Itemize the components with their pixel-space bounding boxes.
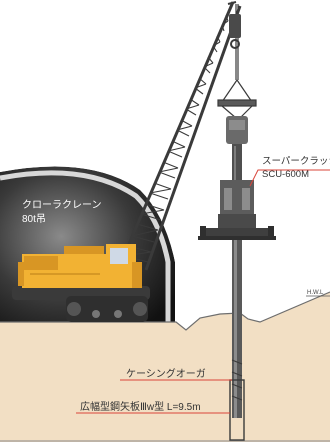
hook-block: [229, 14, 241, 49]
sheet-pile-label: 広幅型鋼矢板Ⅲw型 L=9.5m: [80, 400, 201, 413]
auger-label: ケーシングオーガ: [126, 367, 206, 380]
crawler-crane: [12, 244, 150, 322]
super-crush-machine: [198, 180, 276, 240]
crane-title-label: クローラクレーン: [22, 199, 102, 211]
machine-model-label: SCU-600M: [262, 169, 309, 180]
ground-line: [0, 291, 330, 331]
sling: [217, 79, 257, 119]
casing-auger: [231, 240, 243, 418]
hammer-head: [226, 116, 248, 144]
water-level-label: H.W.L: [307, 290, 324, 296]
crane-capacity-label: 80t吊: [22, 213, 46, 225]
tunnel-lining: [0, 170, 171, 322]
crane-boom: [118, 1, 242, 271]
machine-callout-line: [249, 169, 330, 187]
sheet-pile: [229, 379, 245, 441]
tunnel-lining-outer: [0, 164, 177, 326]
machine-name-label: スーパークラッシュ: [262, 156, 330, 167]
ground-surface: [0, 292, 330, 442]
